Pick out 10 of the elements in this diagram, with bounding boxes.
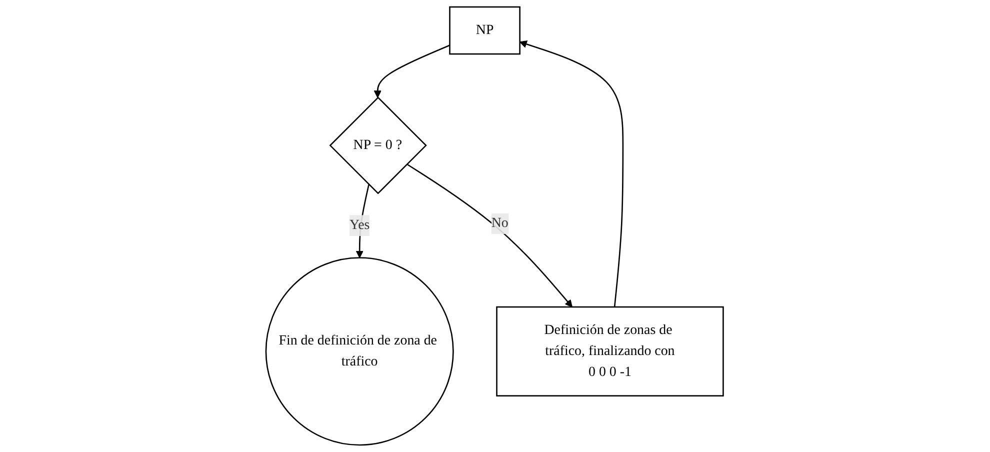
arrow (374, 44, 450, 98)
node-diamond: NP = 0 ? (330, 96, 428, 194)
node-box: NP (450, 6, 521, 55)
edge-label: Yes (350, 218, 370, 233)
arrow (520, 40, 624, 308)
edge-label: No (492, 216, 509, 231)
node-circle: Fin de definición de zona de tráfico (266, 257, 454, 446)
arrow (356, 184, 370, 258)
node-box: Definición de zonas de tráfico, finalizando con 0 0 0 -1 (496, 306, 724, 396)
arrow (406, 164, 573, 308)
